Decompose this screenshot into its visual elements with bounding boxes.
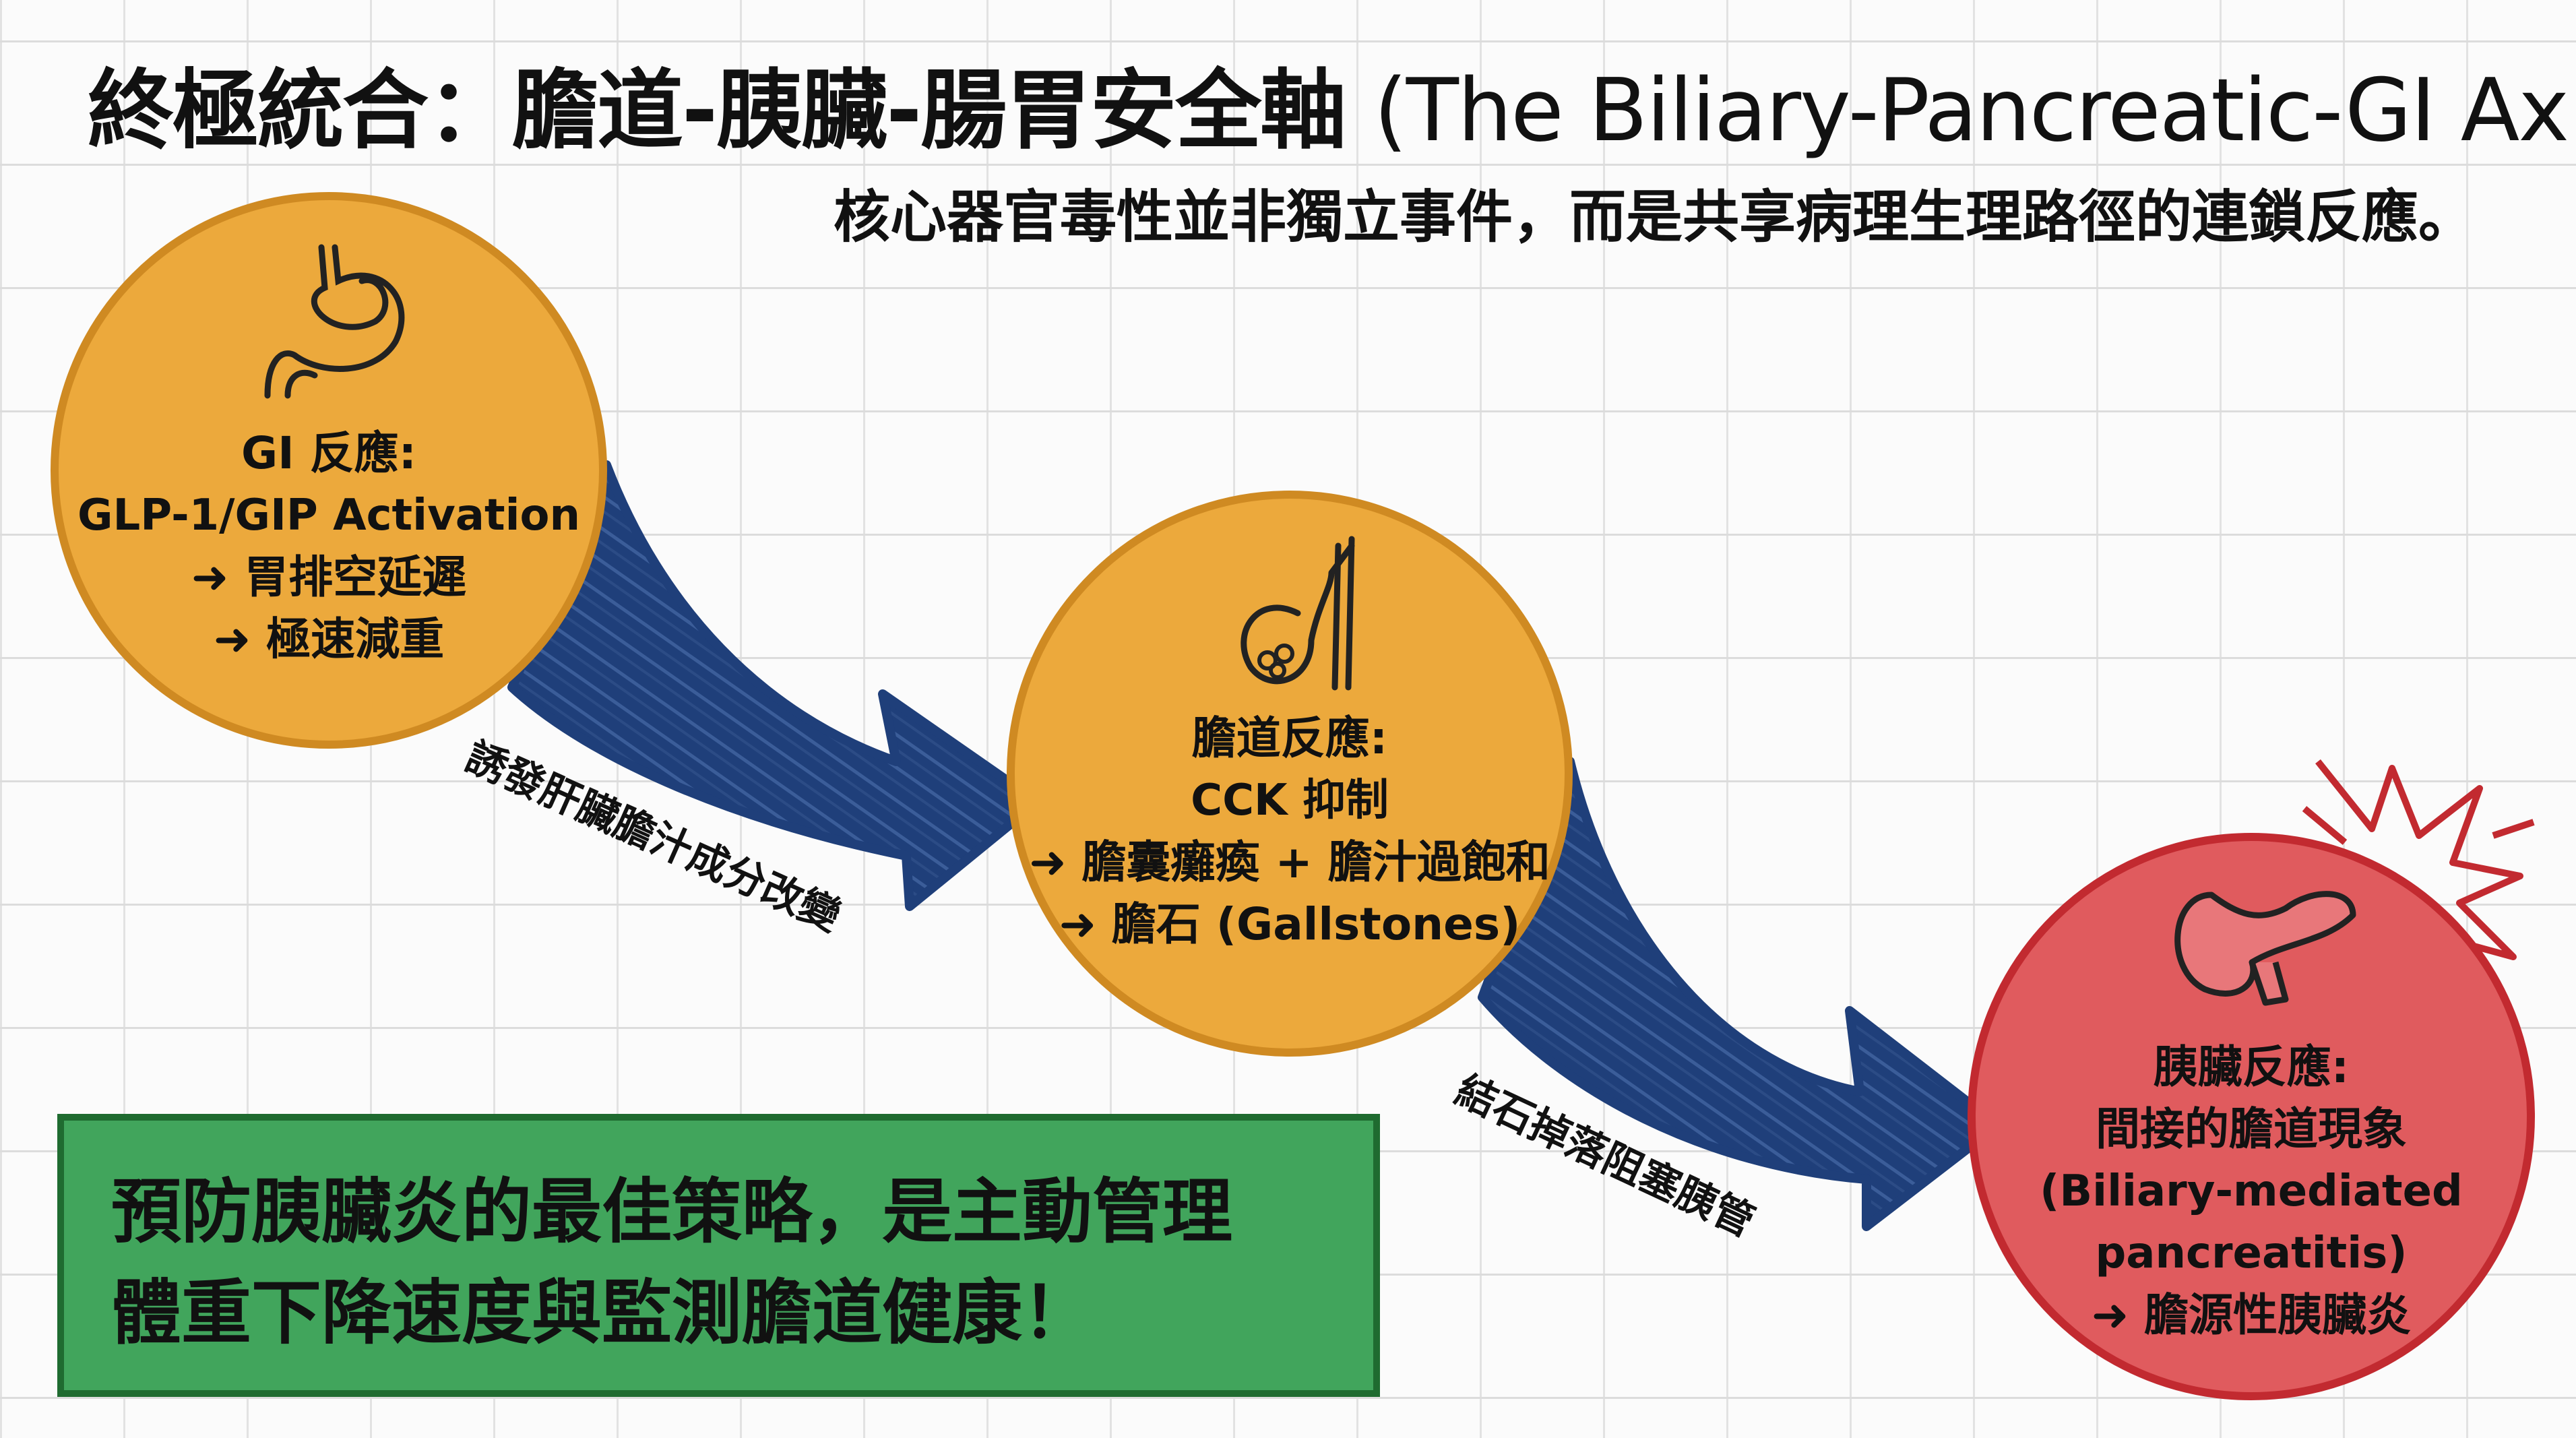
node-heading: 膽道反應: <box>1191 712 1388 764</box>
pancreas-icon <box>2174 891 2356 1006</box>
node-line: 間接的膽道現象 <box>2096 1103 2407 1155</box>
node-line: ➜ 極速減重 <box>213 613 445 665</box>
stomach-icon <box>264 244 405 399</box>
node-line: pancreatitis) <box>2095 1228 2408 1278</box>
node-line: ➜ 膽囊癱瘓 + 膽汁過飽和 <box>1029 836 1550 888</box>
node-line: ➜ 胃排空延遲 <box>191 551 467 603</box>
page-title: 終極統合：膽道-胰臟-腸胃安全軸 (The Biliary-Pancreatic… <box>88 40 2576 165</box>
title-zh: 終極統合：膽道-胰臟-腸胃安全軸 <box>88 61 1346 161</box>
callout-line: 體重下降速度與監測膽道健康！ <box>111 1272 1093 1354</box>
callout-box: 預防胰臟炎的最佳策略，是主動管理 體重下降速度與監測膽道健康！ <box>57 1114 1380 1397</box>
gallbladder-icon <box>1240 536 1355 691</box>
node-heading: GI 反應: <box>241 427 417 479</box>
node-line: GLP-1/GIP Activation <box>77 491 581 540</box>
node-biliary: 膽道反應: CCK 抑制 ➜ 膽囊癱瘓 + 膽汁過飽和 ➜ 膽石 (Gallst… <box>1007 491 1573 1057</box>
node-line: CCK 抑制 <box>1191 776 1389 825</box>
node-gi: GI 反應: GLP-1/GIP Activation ➜ 胃排空延遲 ➜ 極速… <box>51 192 607 749</box>
node-pancreas: 胰臟反應: 間接的膽道現象 (Biliary-mediated pancreat… <box>1968 833 2535 1400</box>
arrow-gi-to-biliary <box>507 460 1042 911</box>
node-line: ➜ 膽石 (Gallstones) <box>1059 898 1521 950</box>
subtitle: 核心器官毒性並非獨立事件，而是共享病理生理路徑的連鎖反應。 <box>833 184 2475 250</box>
callout-line: 預防胰臟炎的最佳策略，是主動管理 <box>111 1170 1233 1253</box>
title-en: (The Biliary-Pancreatic-GI Axis) <box>1373 61 2576 161</box>
node-line: (Biliary-mediated <box>2040 1166 2463 1216</box>
node-heading: 胰臟反應: <box>2153 1041 2350 1093</box>
node-line: ➜ 膽源性胰臟炎 <box>2091 1289 2412 1341</box>
